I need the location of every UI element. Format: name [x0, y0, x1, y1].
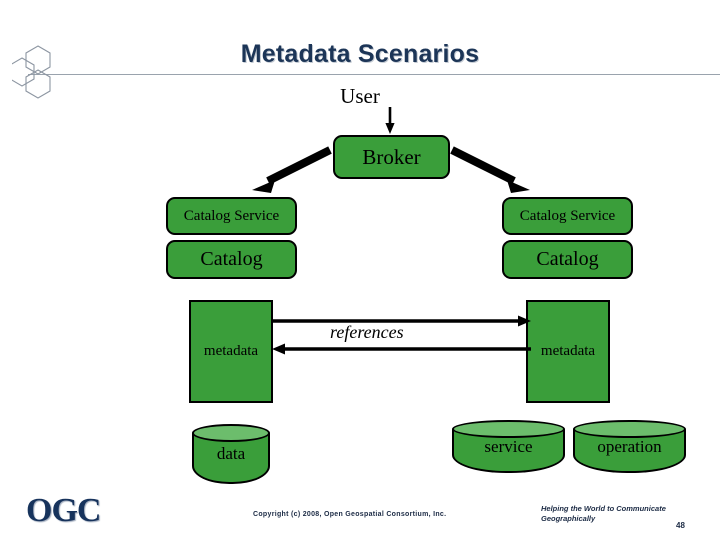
cylinder-top-ellipse — [452, 420, 565, 438]
header-rule — [28, 74, 720, 75]
right-metadata-box[interactable]: metadata — [526, 300, 610, 403]
arrow-references-right-to-left — [272, 343, 531, 355]
page-number: 48 — [676, 521, 685, 530]
left-catalog-service-label: Catalog Service — [183, 207, 280, 224]
arrow-broker-to-right-catalog-service — [450, 146, 530, 193]
right-service-label: service — [484, 436, 533, 456]
actor-user-label: User — [340, 84, 380, 108]
right-operation-label: operation — [597, 436, 662, 456]
right-metadata-label: metadata — [540, 343, 596, 359]
cylinder-top-ellipse — [192, 424, 270, 442]
ogc-logo: OGC — [26, 492, 101, 529]
right-catalog-label: Catalog — [536, 248, 599, 270]
copyright-notice: Copyright (c) 2008, Open Geospatial Cons… — [253, 511, 447, 518]
left-metadata-box[interactable]: metadata — [189, 300, 273, 403]
left-catalog-service-box[interactable]: Catalog Service — [166, 197, 297, 235]
left-catalog-box[interactable]: Catalog — [166, 240, 297, 279]
right-catalog-service-box[interactable]: Catalog Service — [502, 197, 633, 235]
left-data-cylinder[interactable]: data — [192, 424, 270, 484]
right-catalog-box[interactable]: Catalog — [502, 240, 633, 279]
ogc-tagline: Helping the World to Communicate Geograp… — [541, 504, 691, 524]
left-catalog-label: Catalog — [200, 248, 263, 270]
right-catalog-service-label: Catalog Service — [519, 207, 616, 224]
right-service-cylinder[interactable]: service — [452, 420, 565, 473]
cylinder-top-ellipse — [573, 420, 686, 438]
page-title: Metadata Scenarios — [240, 40, 480, 68]
tagline-line-1: Helping the World to Communicate — [541, 504, 666, 513]
tagline-line-2: Geographically — [541, 514, 596, 524]
left-metadata-label: metadata — [203, 343, 259, 359]
arrow-user-to-broker — [385, 107, 395, 134]
broker-label: Broker — [362, 144, 421, 169]
broker-box[interactable]: Broker — [333, 135, 450, 179]
references-relation-label: references — [330, 322, 404, 342]
arrow-broker-to-left-catalog-service — [252, 146, 332, 193]
right-operation-cylinder[interactable]: operation — [573, 420, 686, 473]
left-data-label: data — [216, 444, 246, 463]
